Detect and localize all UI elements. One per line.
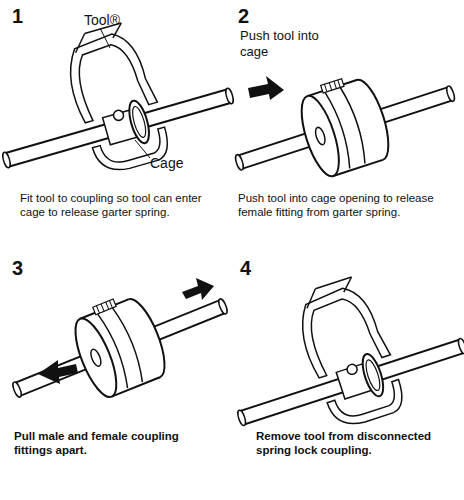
step-number: 2 [238, 4, 268, 28]
step-1-illustration [0, 0, 244, 201]
step-2-illustration [222, 47, 464, 203]
part-name: Cage [150, 155, 210, 172]
pull-arrow-right [182, 278, 214, 300]
step-number: 3 [12, 256, 42, 280]
leader-line [100, 28, 110, 48]
step-caption: Push tool into cage opening to release f… [238, 192, 460, 220]
pull-arrow-left [38, 360, 78, 384]
step-number: 1 [12, 4, 42, 28]
step-caption: Pull male and female coupling fittings a… [14, 430, 219, 458]
push-arrow [248, 76, 284, 100]
part-name: Tool® [84, 12, 154, 29]
step-4-illustration [208, 250, 464, 459]
step-caption: Remove tool from disconnected spring loc… [256, 430, 456, 458]
step-3-illustration [0, 261, 241, 430]
leader-line [135, 140, 150, 158]
step-number: 4 [240, 256, 270, 280]
action-label: Push tool into cage [240, 28, 350, 59]
step-caption: Fit tool to coupling so tool can enter c… [20, 192, 220, 220]
